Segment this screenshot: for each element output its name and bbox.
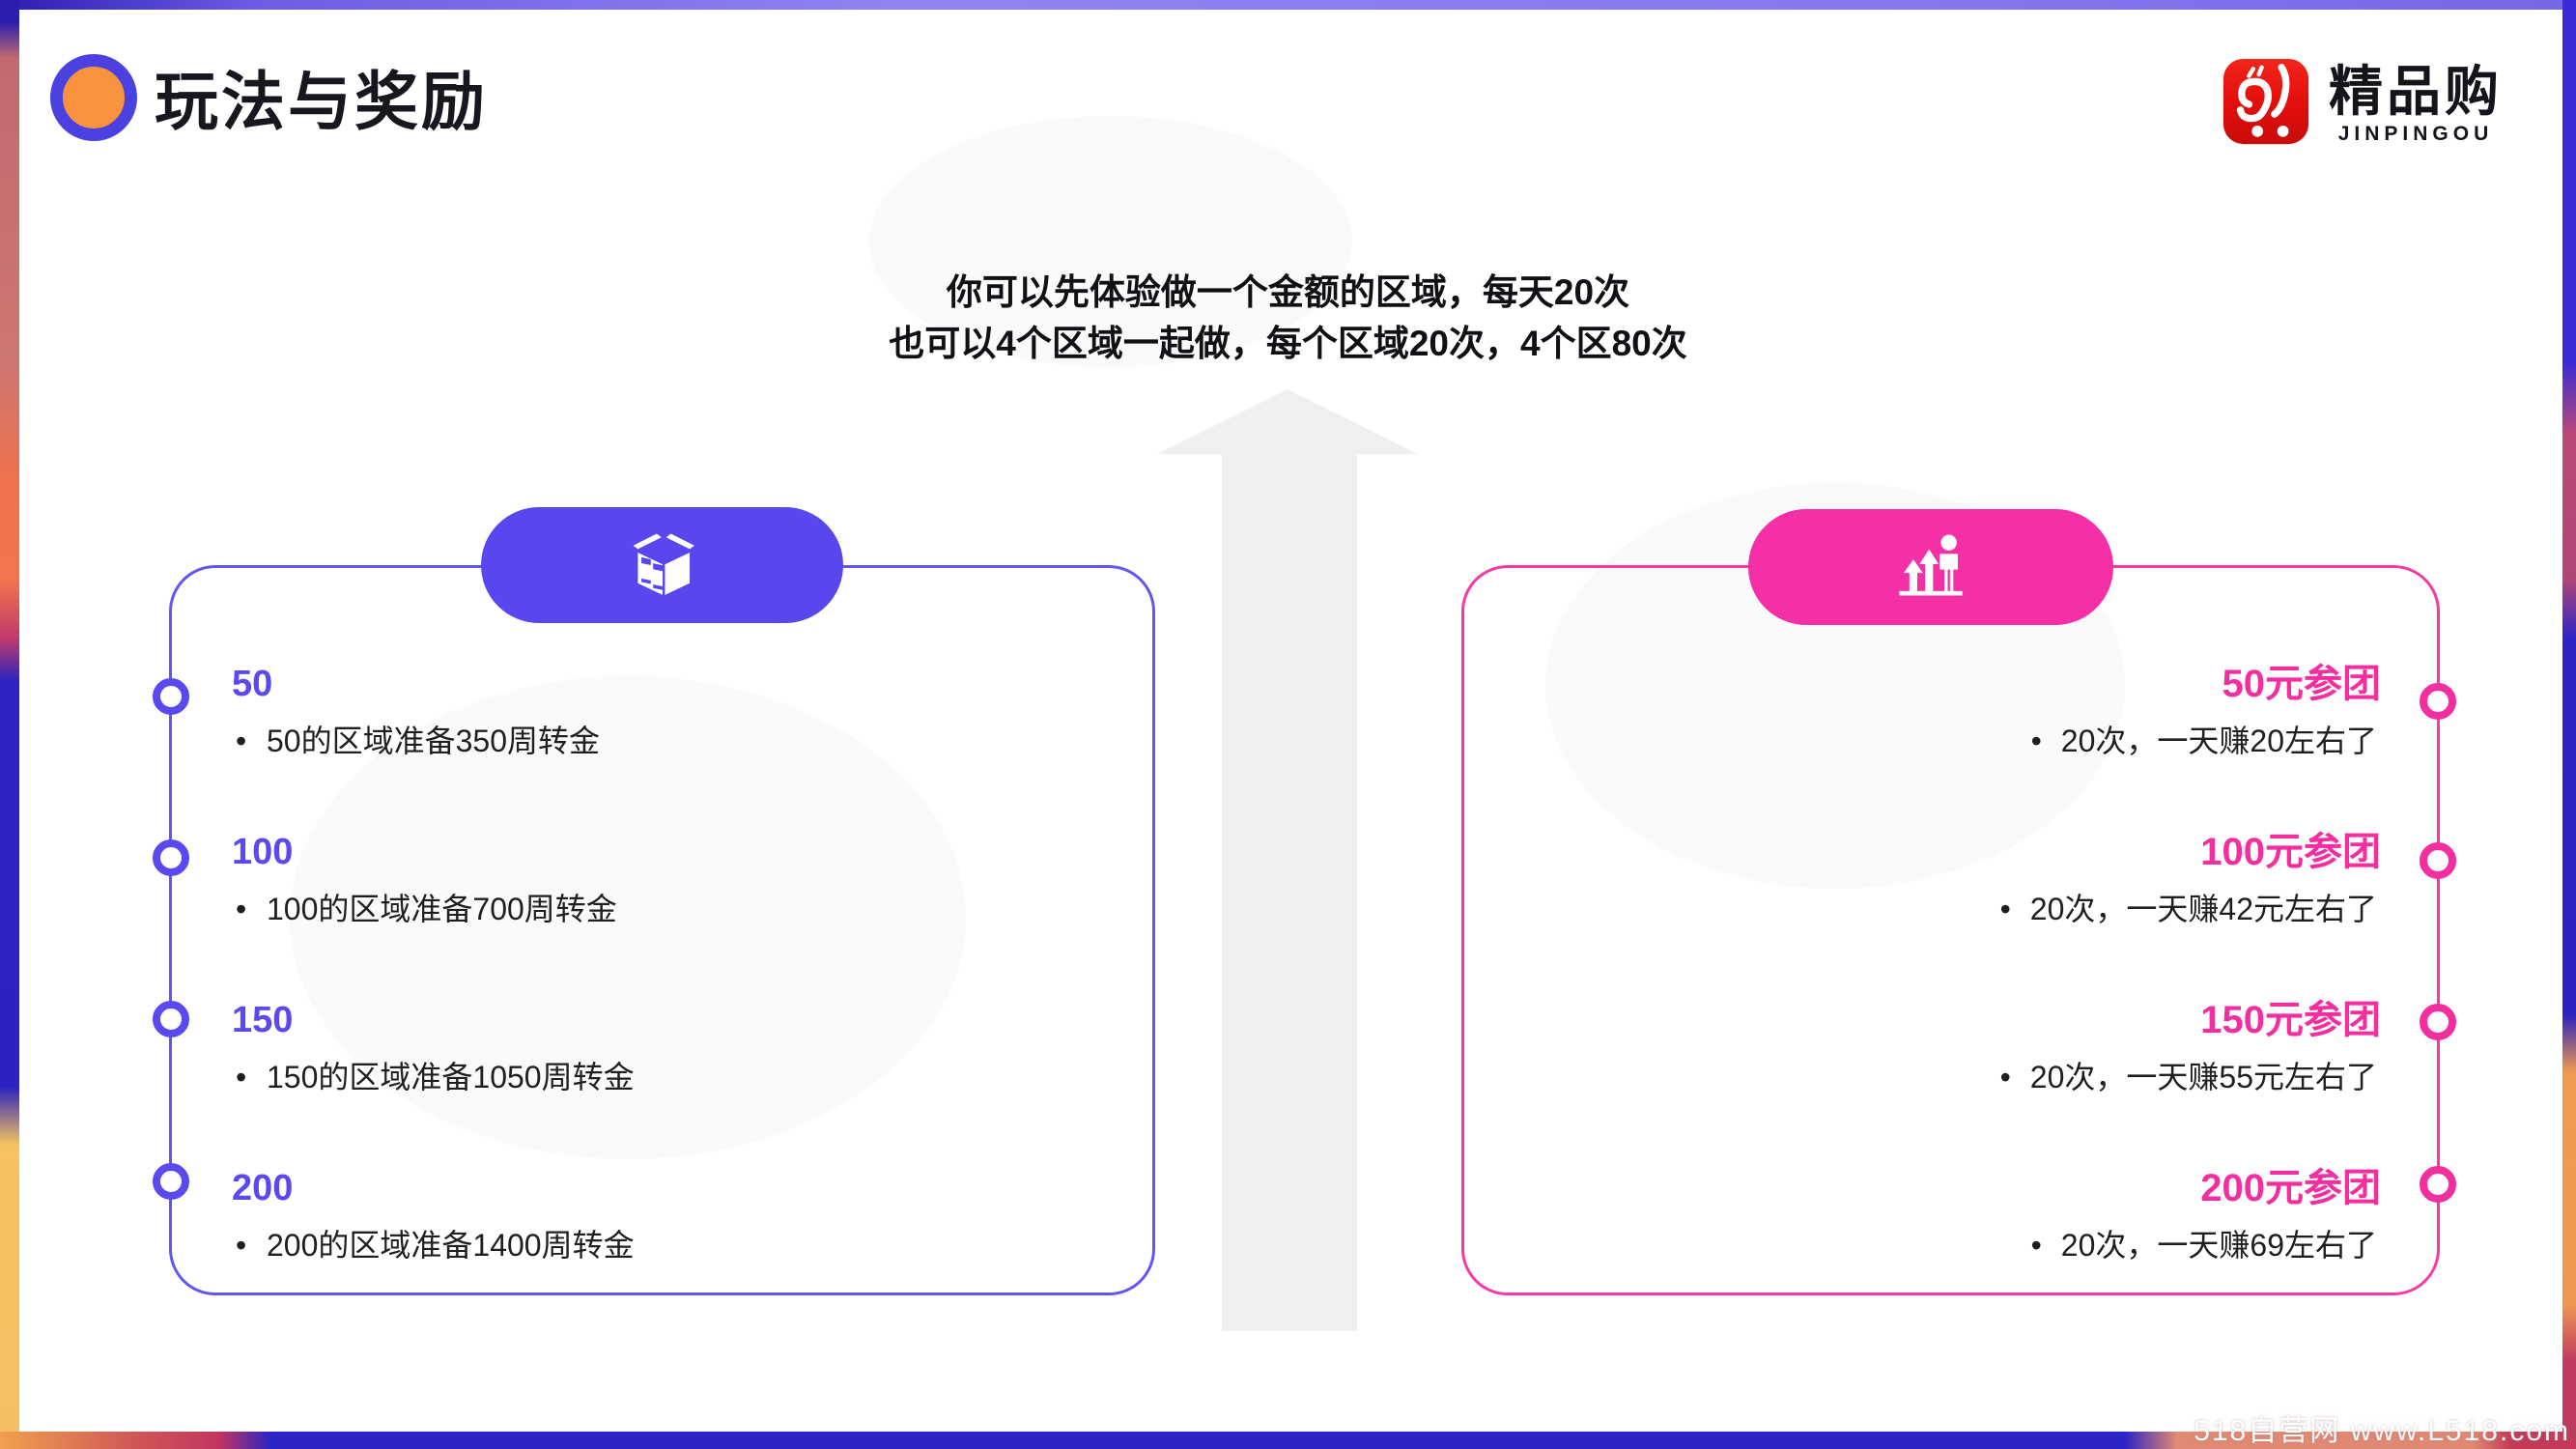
timeline-node bbox=[2420, 683, 2456, 720]
deposit-panel-header bbox=[481, 507, 843, 623]
earning-item-label: 200元参团 bbox=[2200, 1167, 2381, 1209]
deposit-item-label: 50 bbox=[232, 664, 273, 704]
earning-item: 100元参团 20次，一天赚42元左右了 bbox=[1524, 830, 2381, 928]
earning-item: 150元参团 20次，一天赚55元左右了 bbox=[1524, 998, 2381, 1096]
up-arrow-watermark bbox=[1157, 389, 1418, 1331]
growth-people-icon bbox=[1890, 527, 1971, 608]
earning-item: 50元参团 20次，一天赚20左右了 bbox=[1524, 662, 2381, 760]
slide-edge-bottom bbox=[0, 1432, 2576, 1449]
earning-item-detail: 20次，一天赚42元左右了 bbox=[1524, 890, 2381, 928]
earning-item: 200元参团 20次，一天赚69左右了 bbox=[1524, 1166, 2381, 1264]
brand-logo: 精品购 JINPINGOU bbox=[2221, 56, 2503, 152]
earning-item-detail: 20次，一天赚55元左右了 bbox=[1524, 1058, 2381, 1096]
brand-subtitle: JINPINGOU bbox=[2337, 122, 2494, 145]
earning-item-label: 150元参团 bbox=[2200, 999, 2381, 1041]
earning-panel: 50元参团 20次，一天赚20左右了 100元参团 20次，一天赚42元左右了 … bbox=[1461, 509, 2456, 1295]
earning-panel-body: 50元参团 20次，一天赚20左右了 100元参团 20次，一天赚42元左右了 … bbox=[1464, 568, 2437, 1264]
deposit-item-label: 150 bbox=[232, 1000, 294, 1040]
page-title: 玩法与奖励 bbox=[155, 66, 488, 137]
timeline-node bbox=[2420, 842, 2456, 879]
deposit-item-label: 100 bbox=[232, 832, 294, 872]
deposit-item-detail: 150的区域准备1050周转金 bbox=[232, 1058, 1096, 1096]
slide-edge-top bbox=[0, 0, 2576, 10]
intro-text: 你可以先体验做一个金额的区域，每天20次 也可以4个区域一起做，每个区域20次，… bbox=[0, 267, 2576, 369]
deposit-item-detail: 50的区域准备350周转金 bbox=[232, 722, 1096, 760]
timeline-node bbox=[153, 678, 189, 715]
deposit-item: 50 50的区域准备350周转金 bbox=[232, 662, 1096, 760]
timeline-node bbox=[2420, 1004, 2456, 1040]
earning-item-detail: 20次，一天赚20左右了 bbox=[1524, 722, 2381, 760]
intro-line-1: 你可以先体验做一个金额的区域，每天20次 bbox=[946, 272, 1630, 312]
deposit-item-label: 200 bbox=[232, 1168, 294, 1208]
earning-panel-header bbox=[1748, 509, 2113, 625]
deposit-item: 200 200的区域准备1400周转金 bbox=[232, 1166, 1096, 1264]
deposit-item-detail: 200的区域准备1400周转金 bbox=[232, 1226, 1096, 1264]
timeline-node bbox=[153, 839, 189, 876]
deposit-item: 100 100的区域准备700周转金 bbox=[232, 830, 1096, 928]
earning-item-detail: 20次，一天赚69左右了 bbox=[1524, 1226, 2381, 1264]
cart-rabbit-icon bbox=[2221, 56, 2311, 152]
deposit-item: 150 150的区域准备1050周转金 bbox=[232, 998, 1096, 1096]
slide-edge-left bbox=[0, 0, 19, 1449]
brand-logo-text: 精品购 JINPINGOU bbox=[2329, 60, 2503, 146]
timeline-node bbox=[153, 1163, 189, 1200]
timeline-node bbox=[153, 1001, 189, 1037]
title-bullet-circle bbox=[50, 54, 137, 141]
timeline-node bbox=[2420, 1166, 2456, 1203]
earning-item-label: 100元参团 bbox=[2200, 831, 2381, 873]
slide-edge-right bbox=[2562, 0, 2576, 1449]
earning-item-label: 50元参团 bbox=[2222, 663, 2382, 705]
brand-name: 精品购 bbox=[2329, 60, 2503, 122]
deposit-panel-body: 50 50的区域准备350周转金 100 100的区域准备700周转金 150 … bbox=[172, 568, 1152, 1264]
site-watermark: 518自营网 www.L518.com bbox=[2194, 1415, 2570, 1447]
intro-line-2: 也可以4个区域一起做，每个区域20次，4个区80次 bbox=[889, 324, 1687, 363]
package-box-icon bbox=[625, 526, 700, 606]
deposit-panel: 50 50的区域准备350周转金 100 100的区域准备700周转金 150 … bbox=[153, 507, 1155, 1295]
deposit-item-detail: 100的区域准备700周转金 bbox=[232, 890, 1096, 928]
